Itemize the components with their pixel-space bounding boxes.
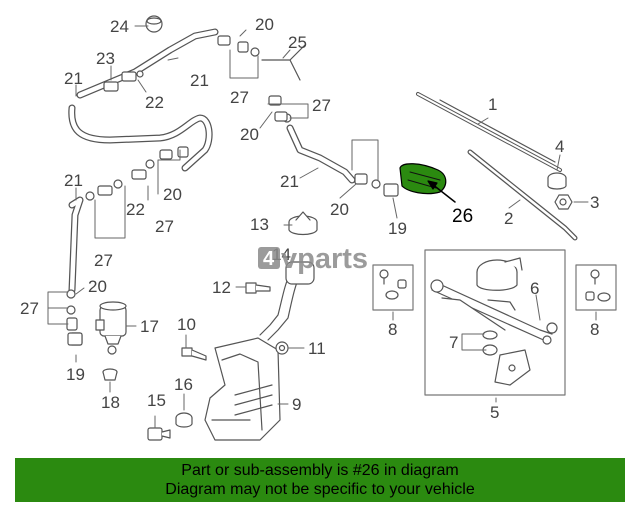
callout: 10 — [177, 315, 196, 334]
hose-middle — [286, 124, 356, 184]
callout: 8 — [388, 320, 397, 339]
callout: 15 — [147, 391, 166, 410]
callout: 27 — [155, 217, 174, 236]
watermark: 4 vparts — [258, 243, 368, 275]
watermark-brand-text: vparts — [281, 243, 368, 275]
hardware-box-left — [379, 269, 407, 300]
callout: 5 — [490, 403, 499, 422]
part-26-arrowhead — [427, 180, 438, 190]
hardware-box-right — [585, 269, 611, 302]
callout: 20 — [163, 185, 182, 204]
callout: 24 — [110, 17, 129, 36]
wiper-nut — [554, 194, 573, 210]
connectors — [66, 15, 399, 346]
watermark-logo-box — [258, 247, 280, 269]
callout: 20 — [88, 277, 107, 296]
callout: 21 — [190, 71, 209, 90]
info-banner: Part or sub-assembly is #26 in diagram D… — [15, 458, 625, 502]
clip-19-left — [67, 332, 83, 346]
callout: 21 — [64, 69, 83, 88]
callout: 21 — [280, 172, 299, 191]
callout: 9 — [292, 395, 301, 414]
callout: 11 — [308, 339, 326, 358]
sensor-15 — [147, 427, 171, 441]
watermark-logo-letter: 4 — [263, 248, 275, 270]
leader-lines — [47, 25, 597, 429]
callout: 19 — [388, 219, 407, 238]
callout: 25 — [288, 33, 307, 52]
box-5-linkage — [424, 249, 566, 396]
callout: 12 — [212, 278, 231, 297]
callout: 6 — [530, 279, 539, 298]
callout: 27 — [20, 299, 39, 318]
callout: 16 — [174, 375, 193, 394]
washer-cap — [288, 211, 318, 236]
callout: 3 — [590, 193, 599, 212]
hose-left-vertical — [68, 196, 84, 294]
bolt-10 — [181, 347, 207, 361]
grommet-16 — [175, 412, 193, 428]
bolt-12 — [245, 282, 271, 294]
callout: 20 — [330, 200, 349, 219]
callout: 21 — [64, 171, 83, 190]
callout: 1 — [488, 95, 497, 114]
callout: 20 — [255, 15, 274, 34]
box-8-right — [575, 264, 617, 311]
callout: 20 — [240, 125, 259, 144]
callout: 22 — [126, 200, 145, 219]
callout-26: 26 — [452, 206, 473, 227]
callout: 2 — [504, 209, 513, 228]
grommet-18 — [102, 368, 118, 381]
wiper-arm — [467, 149, 578, 241]
part-26-arrow — [431, 183, 456, 203]
wiper-linkage — [430, 257, 558, 386]
callout: 27 — [230, 88, 249, 107]
wiper-blade — [416, 92, 562, 172]
box-8-left — [372, 264, 414, 311]
banner-line-2: Diagram may not be specific to your vehi… — [165, 481, 475, 498]
callout: 19 — [66, 365, 85, 384]
callout: 4 — [555, 137, 564, 156]
callout: 7 — [449, 333, 458, 352]
grommet-11 — [275, 341, 289, 355]
callout: 18 — [101, 393, 120, 412]
callout: 17 — [140, 317, 159, 336]
callout: 27 — [94, 251, 113, 270]
callout: 22 — [145, 93, 164, 112]
callout: 8 — [590, 320, 599, 339]
callout: 23 — [96, 49, 115, 68]
wiper-cap — [547, 172, 567, 190]
banner-line-1: Part or sub-assembly is #26 in diagram — [181, 462, 459, 479]
washer-reservoir — [204, 261, 315, 441]
callout: 27 — [312, 96, 331, 115]
callout: 13 — [250, 215, 269, 234]
washer-pump — [95, 301, 127, 355]
hose-upper — [68, 28, 219, 172]
